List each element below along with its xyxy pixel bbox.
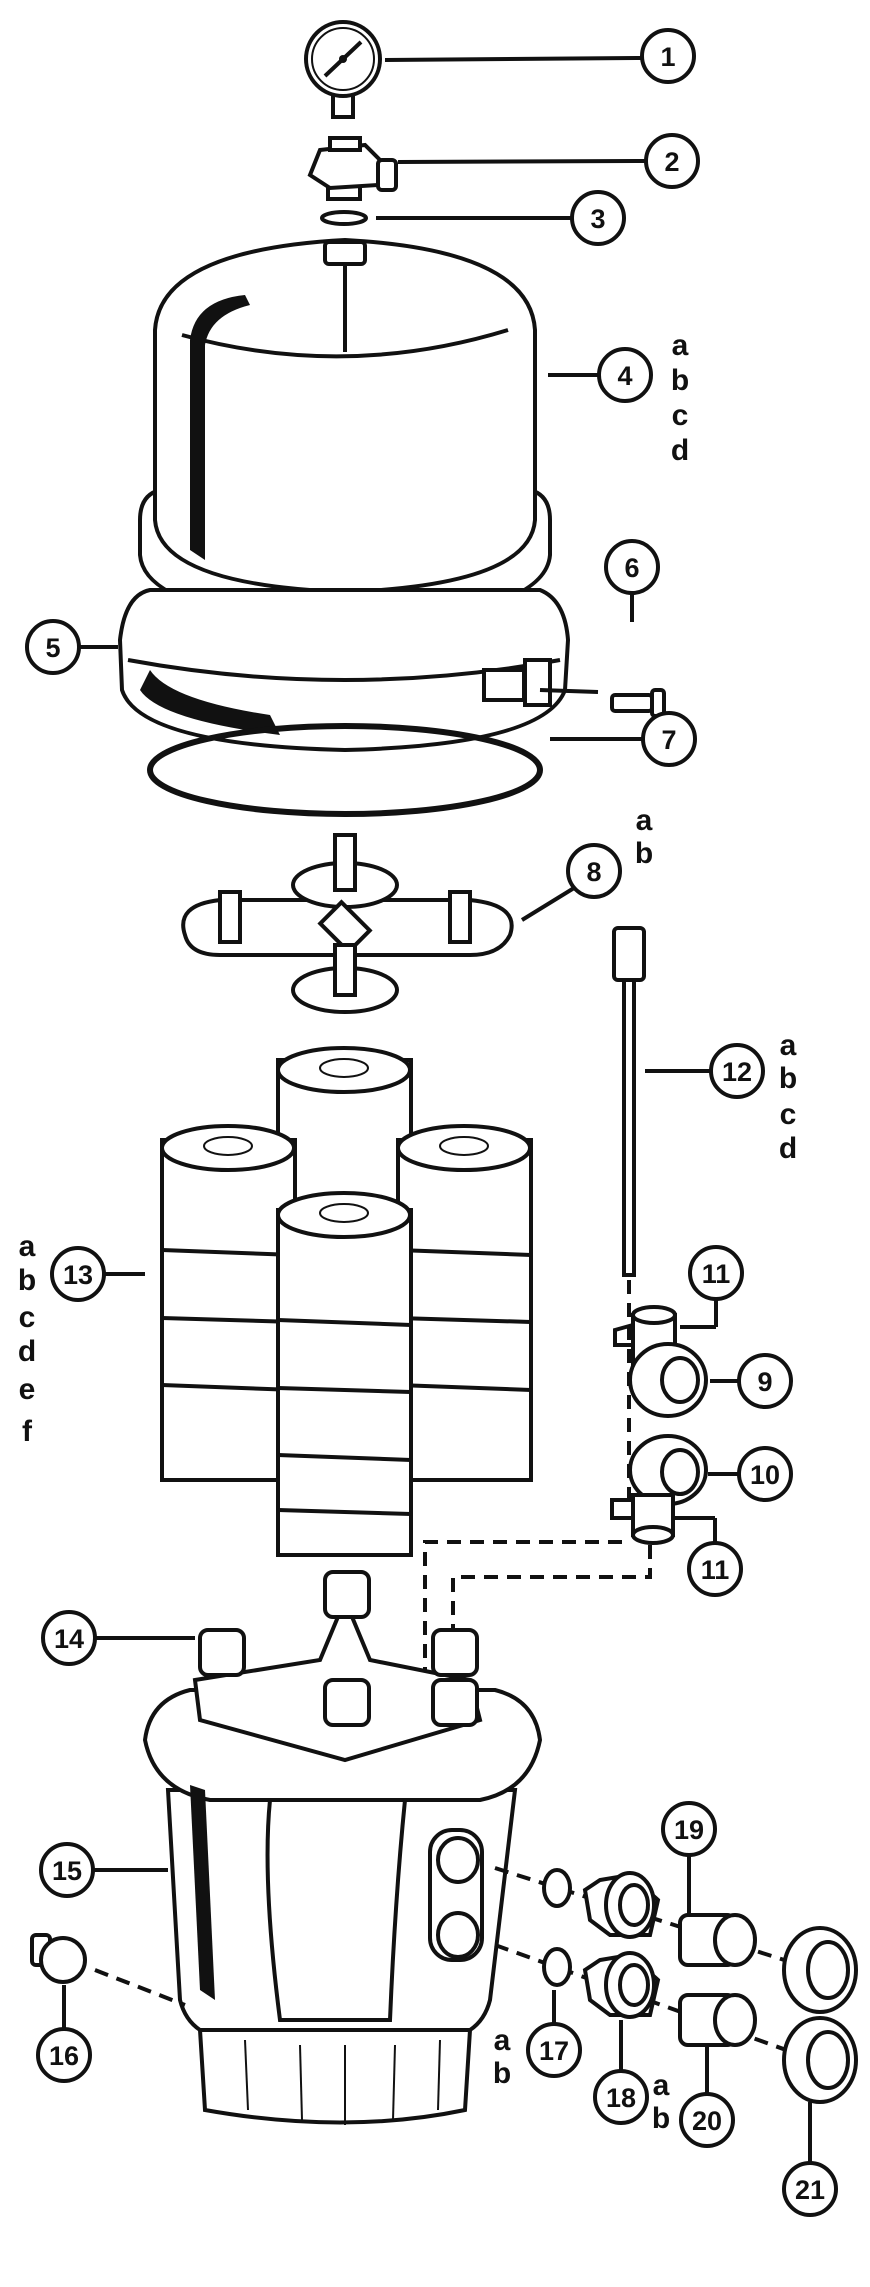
svg-text:11: 11 bbox=[702, 1259, 731, 1289]
pressure-gauge bbox=[304, 20, 382, 119]
svg-text:e: e bbox=[19, 1373, 36, 1406]
callout-7: 7 bbox=[550, 711, 697, 767]
svg-text:7: 7 bbox=[661, 725, 676, 755]
svg-text:b: b bbox=[652, 2102, 670, 2135]
fittings-upper bbox=[542, 1868, 858, 2014]
svg-text:c: c bbox=[780, 1098, 797, 1131]
svg-text:1: 1 bbox=[660, 42, 675, 72]
callout-2: 2 bbox=[397, 133, 700, 189]
tank-o-ring bbox=[147, 723, 543, 817]
callout-19: 19 bbox=[661, 1801, 717, 1915]
svg-text:12: 12 bbox=[722, 1057, 752, 1087]
callout-10: 10 bbox=[708, 1446, 793, 1502]
svg-text:a: a bbox=[636, 804, 653, 837]
svg-text:9: 9 bbox=[757, 1367, 772, 1397]
svg-text:a: a bbox=[19, 1230, 36, 1263]
svg-text:a: a bbox=[494, 2024, 511, 2057]
callout-15: 15 bbox=[39, 1842, 168, 1898]
callout-16: 16 bbox=[36, 1985, 92, 2083]
drain-plug-dashed-path bbox=[94, 1968, 186, 2007]
svg-text:4: 4 bbox=[617, 361, 632, 391]
svg-text:c: c bbox=[19, 1301, 36, 1334]
svg-text:a: a bbox=[672, 329, 689, 362]
svg-text:8: 8 bbox=[586, 857, 601, 887]
svg-text:17: 17 bbox=[539, 2036, 569, 2066]
svg-text:d: d bbox=[779, 1132, 797, 1165]
svg-text:20: 20 bbox=[692, 2106, 722, 2136]
air-bleed-tube bbox=[612, 926, 646, 1277]
svg-text:3: 3 bbox=[590, 204, 605, 234]
svg-text:5: 5 bbox=[45, 633, 60, 663]
svg-text:19: 19 bbox=[674, 1815, 704, 1845]
callout-3: 3 bbox=[376, 190, 626, 246]
svg-text:f: f bbox=[22, 1415, 33, 1448]
svg-text:11: 11 bbox=[701, 1555, 730, 1585]
svg-text:d: d bbox=[18, 1335, 36, 1368]
callout-17: 17 ab bbox=[493, 1990, 582, 2090]
svg-text:6: 6 bbox=[624, 553, 639, 583]
callout-14: 14 bbox=[41, 1610, 195, 1666]
svg-text:b: b bbox=[493, 2057, 511, 2090]
callout-6: 6 bbox=[604, 539, 660, 622]
o-ring-small bbox=[320, 210, 368, 226]
filter-lid bbox=[138, 237, 552, 628]
elbow-lower bbox=[610, 1434, 708, 1545]
svg-text:18: 18 bbox=[606, 2083, 636, 2113]
svg-text:a: a bbox=[653, 2069, 670, 2102]
svg-text:b: b bbox=[18, 1264, 36, 1297]
callout-9: 9 bbox=[710, 1353, 793, 1409]
clamp-band bbox=[117, 588, 599, 753]
filter-tank bbox=[142, 1570, 543, 2125]
svg-text:d: d bbox=[671, 434, 689, 467]
svg-text:16: 16 bbox=[49, 2041, 79, 2071]
svg-text:b: b bbox=[635, 837, 653, 870]
svg-text:14: 14 bbox=[54, 1624, 84, 1654]
svg-text:b: b bbox=[779, 1062, 797, 1095]
clamp-bolt bbox=[610, 688, 666, 718]
callout-1: 1 bbox=[384, 28, 696, 84]
svg-text:15: 15 bbox=[52, 1856, 82, 1886]
svg-text:10: 10 bbox=[750, 1460, 780, 1490]
filter-cartridges bbox=[160, 1046, 533, 1557]
callout-21: 21 bbox=[782, 2102, 838, 2217]
cartridge-right bbox=[396, 1124, 533, 1482]
callout-11-upper: 11 bbox=[680, 1245, 744, 1329]
callout-20: 20 bbox=[679, 2046, 735, 2148]
callout-5: 5 bbox=[25, 619, 118, 675]
manifold bbox=[181, 833, 514, 1014]
drain-plug bbox=[30, 1933, 87, 1984]
air-relief-valve bbox=[307, 136, 398, 201]
svg-text:b: b bbox=[671, 364, 689, 397]
callout-18: 18 ab bbox=[593, 2020, 670, 2135]
cartridge-front bbox=[276, 1191, 413, 1557]
svg-text:13: 13 bbox=[63, 1260, 93, 1290]
fittings-lower bbox=[542, 1947, 858, 2104]
svg-text:c: c bbox=[672, 399, 689, 432]
svg-text:a: a bbox=[780, 1029, 797, 1062]
svg-text:2: 2 bbox=[664, 147, 679, 177]
elbow-dashed-path bbox=[423, 1540, 652, 1700]
svg-text:21: 21 bbox=[795, 2175, 825, 2205]
callout-8: 8 ab bbox=[520, 804, 653, 922]
cartridge-left bbox=[160, 1124, 297, 1482]
callout-11-lower: 11 bbox=[675, 1516, 743, 1597]
